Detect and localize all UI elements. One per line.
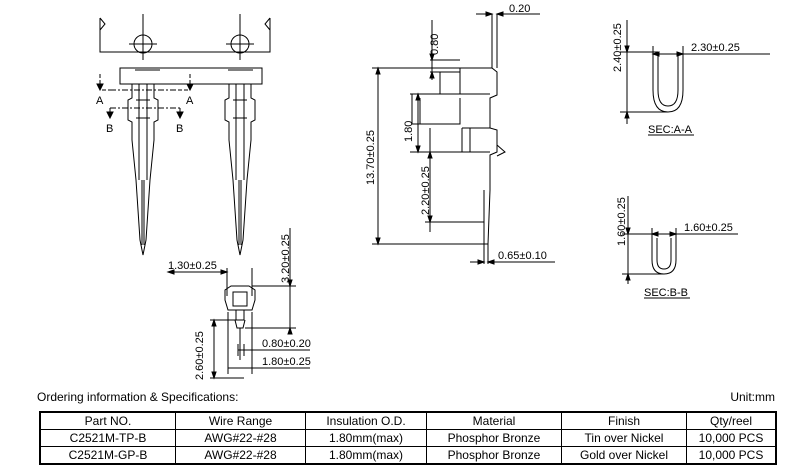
cell-finish: Gold over Nickel [561,446,687,465]
dim-front-width: 1.30±0.25 [168,260,217,272]
cell-insulation: 1.80mm(max) [305,429,427,447]
unit-label: Unit:mm [730,390,775,404]
terminal-strip-view [96,14,271,256]
cell-qty: 10,000 PCS [686,446,777,465]
section-a-view [620,20,770,136]
dim-seca-height: 2.40±0.25 [612,23,624,72]
dim-secb-height: 1.60±0.25 [616,197,628,246]
section-mark-b-right: B [176,123,183,135]
section-b-view [622,196,738,299]
front-detail-view [166,228,310,380]
dim-secb-width: 1.60±0.25 [684,222,733,234]
cell-material: Phosphor Bronze [426,429,562,447]
section-mark-b-left: B [106,123,113,135]
side-view [372,11,555,265]
cell-insulation: 1.80mm(max) [305,446,427,465]
header-qty: Qty/reel [686,411,777,430]
dim-seca-width: 2.30±0.25 [691,42,740,54]
cell-qty: 10,000 PCS [686,429,777,447]
header-wire-range: Wire Range [175,411,306,430]
header-material: Material [426,411,562,430]
dim-bottom-width: 0.65±0.10 [498,250,547,262]
sec-b-label: SEC:B-B [644,287,688,299]
cell-material: Phosphor Bronze [426,446,562,465]
spec-table: Part NO. Wire Range Insulation O.D. Mate… [39,411,777,465]
cell-wire-range: AWG#22-#28 [175,446,306,465]
header-finish: Finish [561,411,687,430]
dim-total-length: 13.70±0.25 [365,130,377,185]
section-mark-a-left: A [96,95,104,107]
cell-finish: Tin over Nickel [561,429,687,447]
header-insulation: Insulation O.D. [305,411,427,430]
dim-side-220: 2.20±0.25 [420,166,432,215]
sec-a-label: SEC:A-A [648,124,693,136]
dim-side-080: 0.80 [429,34,441,55]
dim-lower-180: 1.80±0.25 [262,356,311,368]
section-mark-a-right: A [186,95,194,107]
cell-part-no: C2521M-TP-B [39,429,176,447]
dim-front-height: 3.20±0.25 [280,234,292,283]
cell-part-no: C2521M-GP-B [39,446,176,465]
header-part-no: Part NO. [39,411,176,430]
table-row: C2521M-GP-B AWG#22-#28 1.80mm(max) Phosp… [39,446,777,465]
cell-wire-range: AWG#22-#28 [175,429,306,447]
dim-side-180: 1.80 [403,121,415,142]
ordering-title: Ordering information & Specifications: [37,390,239,404]
table-header-row: Part NO. Wire Range Insulation O.D. Mate… [39,411,777,430]
table-row: C2521M-TP-B AWG#22-#28 1.80mm(max) Phosp… [39,429,777,447]
dim-lower-height: 2.60±0.25 [194,331,206,380]
dim-lower-080: 0.80±0.20 [262,338,311,350]
dim-top-thickness: 0.20 [509,3,530,15]
technical-drawing: 0.20 0.80 1.80 2.20±0.25 13.70±0.25 0.65… [96,3,770,380]
